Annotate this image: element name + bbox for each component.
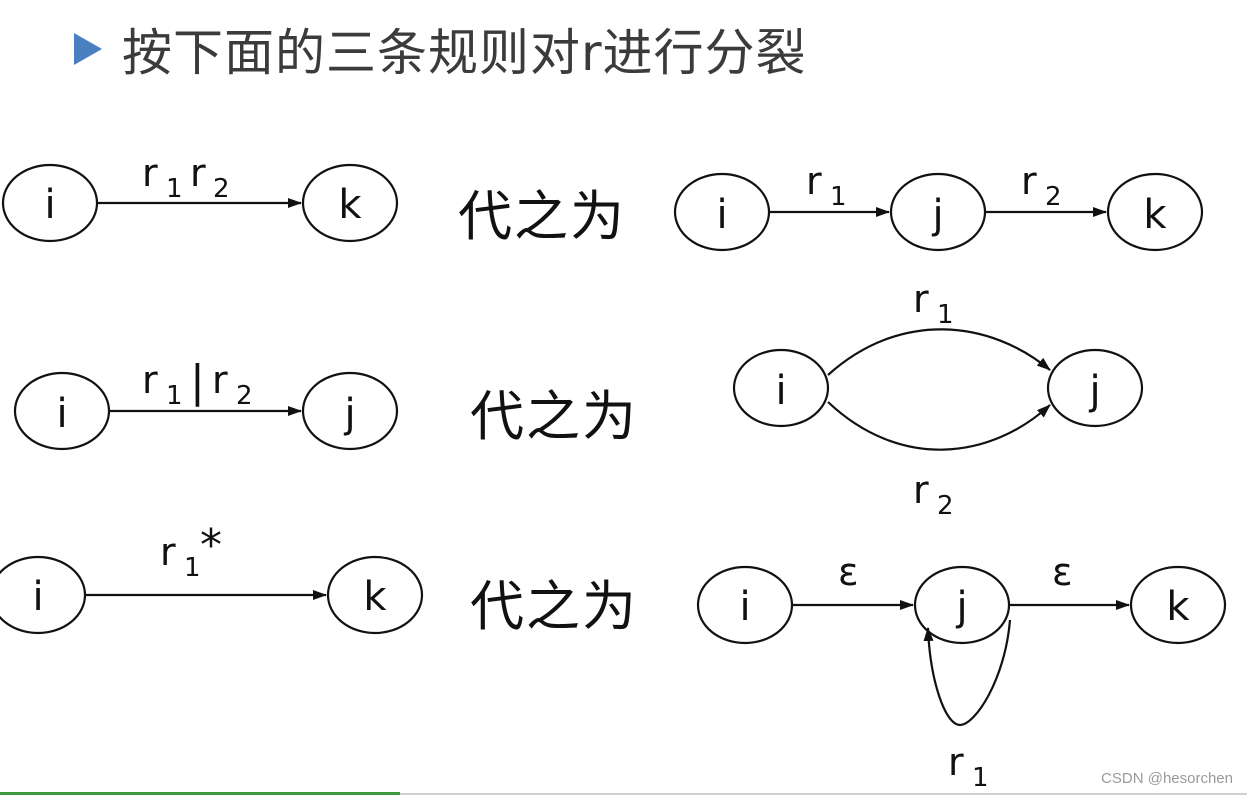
rule3-replace-text: 代之为 — [470, 575, 638, 638]
rule2-right-lower-sub: 2 — [937, 491, 954, 521]
rule2-left-label-r2: r — [212, 358, 228, 402]
rule2-left-label-sep: | — [190, 356, 205, 407]
rule1-right-node-i-label: i — [716, 192, 727, 238]
rule1-left-node-i-label: i — [44, 182, 55, 228]
rule3-right-self-loop — [923, 619, 1012, 727]
rule1-left — [1, 163, 399, 243]
rule1-left-node-k-label: k — [338, 182, 362, 228]
rule3-left — [0, 555, 424, 635]
rule2-right-node-i-label: i — [775, 368, 786, 414]
rule2-right-upper-r: r — [913, 277, 929, 321]
rule1-right-node-k-label: k — [1143, 192, 1167, 238]
rule1-right-label-sub1: 1 — [830, 182, 847, 212]
rule2-right-node-i — [732, 348, 830, 428]
rule3-left-node-k-label: k — [363, 574, 387, 620]
rule2-right-node-j — [1046, 348, 1144, 428]
rule1-right — [673, 172, 1204, 252]
rule3-left-label-sub: 1 — [184, 553, 201, 583]
rule3-right-node-i-label: i — [739, 584, 750, 630]
rule1-left-label-sub2: 2 — [213, 174, 230, 204]
rule3-right-loop-r: r — [948, 740, 964, 784]
rule1-left-node-k — [301, 163, 399, 243]
rule1-right-label-r1: r — [806, 159, 822, 203]
bullet-triangle-icon — [74, 33, 102, 65]
watermark: CSDN @hesorchen — [1101, 770, 1233, 787]
rule1-left-label-r2: r — [190, 151, 206, 195]
rule2-right-edge-upper — [827, 328, 1051, 376]
rule2-left-node-j — [301, 371, 399, 451]
slide-title: 按下面的三条规则对r进行分裂 — [122, 24, 807, 82]
rule3-left-label-r: r — [160, 530, 176, 574]
rule2-left-label-sub2: 2 — [236, 381, 253, 411]
rule2-right-lower-r: r — [913, 468, 929, 512]
rule3-right-eps1: ε — [838, 550, 859, 594]
rule3-left-label-star: * — [200, 520, 222, 571]
title-row: 按下面的三条规则对r进行分裂 — [74, 14, 807, 84]
rule2-right-upper-sub: 1 — [937, 300, 954, 330]
rule3-left-node-k — [326, 555, 424, 635]
rule3-right — [696, 565, 1227, 727]
rule1-right-label-sub2: 2 — [1045, 182, 1062, 212]
rule2-right-edge-lower — [827, 401, 1051, 451]
rule3-right-node-j-label: j — [955, 584, 967, 630]
rule2-left — [13, 371, 399, 451]
rule2-left-label-r1: r — [142, 358, 158, 402]
rule1-replace-text: 代之为 — [458, 185, 626, 248]
rule1-left-label-r1: r — [142, 151, 158, 195]
rule1-left-label-sub1: 1 — [166, 174, 183, 204]
rule2-left-node-j-label: j — [343, 391, 355, 437]
rule1-right-label-r2: r — [1021, 159, 1037, 203]
rule2-right-node-j-label: j — [1088, 368, 1100, 414]
rule3-right-loop-sub: 1 — [972, 763, 989, 793]
bottom-divider — [400, 793, 1247, 795]
rule1-right-node-j-label: j — [931, 192, 943, 238]
rule3-right-node-k-label: k — [1166, 584, 1190, 630]
rule3-left-node-i-label: i — [32, 574, 43, 620]
rule3-right-eps2: ε — [1052, 550, 1073, 594]
rule2-replace-text: 代之为 — [470, 385, 638, 448]
rule2-left-label-sub1: 1 — [166, 381, 183, 411]
rule2-right — [732, 328, 1144, 451]
bottom-progress-bar — [0, 792, 400, 795]
rule2-left-node-i-label: i — [56, 391, 67, 437]
rule3-right-node-k — [1129, 565, 1227, 645]
rule1-right-node-k — [1106, 172, 1204, 252]
